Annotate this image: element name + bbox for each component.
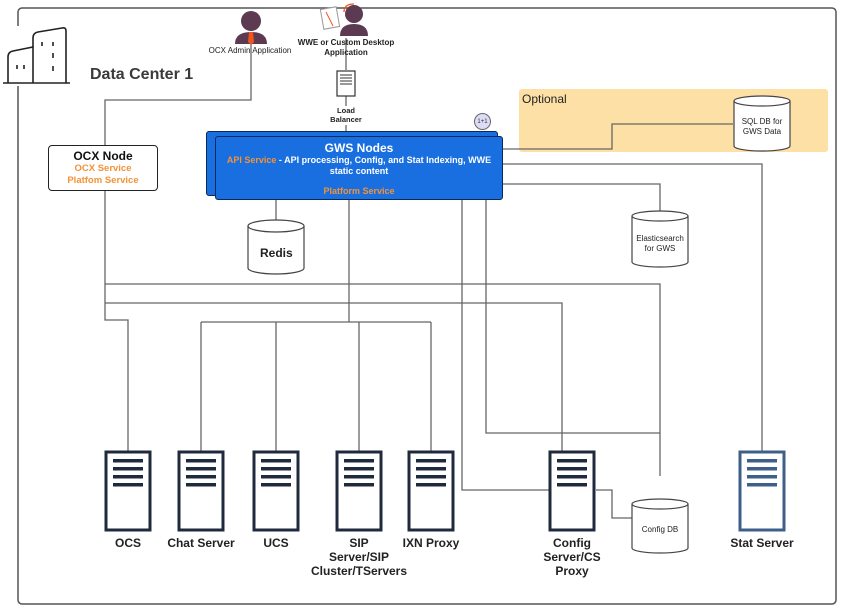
sql-db	[733, 95, 791, 152]
ocx-node-title: OCX Node	[73, 149, 133, 163]
config-db-label: Config DB	[641, 525, 679, 534]
lb-label-line2: Balancer	[330, 115, 362, 124]
ocx-service: OCX Service	[74, 163, 132, 174]
connector-bus-2	[105, 302, 563, 452]
connector-ocx-admin	[104, 40, 252, 145]
redis-label: Redis	[260, 246, 293, 260]
wwe-label: WWE or Custom Desktop Application	[297, 38, 395, 57]
gws-title: GWS Nodes	[324, 141, 394, 155]
gws-api-desc: - API processing, Config, and Stat Index…	[276, 155, 492, 176]
server-icon-stat-server[interactable]	[738, 450, 786, 532]
load-balancer-icon	[336, 70, 356, 97]
server-icon-ucs[interactable]	[252, 450, 300, 532]
sql-label-line2: GWS Data	[742, 127, 782, 136]
config-line1: Config	[553, 536, 591, 550]
sip-line1: SIP	[349, 536, 369, 550]
sip-line2: Server/SIP	[328, 550, 390, 564]
config-db	[631, 498, 689, 554]
connector-gws-es	[503, 183, 661, 211]
optional-label: Optional	[522, 92, 567, 106]
wwe-agent-icon	[319, 3, 368, 36]
config-line3: Proxy	[555, 564, 589, 578]
server-label-chat: Chat Server	[167, 536, 235, 550]
sql-label-line1: SQL DB for	[741, 117, 783, 126]
server-icon-chat-server[interactable]	[177, 450, 225, 532]
data-center-frame	[17, 7, 837, 605]
gws-platform-service: Platform Service	[323, 186, 395, 196]
region-title: Data Center 1	[90, 66, 194, 83]
connector-gws-sql	[503, 123, 733, 150]
connectors	[104, 38, 763, 519]
connector-cs-configdb	[596, 489, 632, 519]
redis-db	[247, 219, 305, 275]
connector-gws-v2	[485, 200, 660, 434]
config-line2: Server/CS	[543, 550, 601, 564]
admin-user-icon	[235, 11, 267, 45]
server-icon-ixn-proxy[interactable]	[407, 450, 455, 532]
gws-api-service: API Service	[226, 155, 277, 165]
server-icon-ocs[interactable]	[104, 450, 152, 532]
server-label-stat: Stat Server	[730, 536, 794, 550]
sql-db-label: SQL DB for GWS Data	[732, 117, 792, 137]
server-label-ixn: IXN Proxy	[402, 536, 460, 550]
server-label-config: Config Server/CS Proxy	[517, 536, 627, 578]
sip-line3: Cluster/TServers	[310, 564, 408, 578]
load-balancer-label: Load Balancer	[326, 106, 366, 124]
gws-description: API Service - API processing, Config, an…	[216, 155, 502, 177]
server-icon-config-server[interactable]	[548, 450, 596, 532]
server-label-sip: SIP Server/SIP Cluster/TServers	[304, 536, 414, 578]
server-label-ucs: UCS	[263, 536, 289, 550]
building-icon	[3, 27, 70, 84]
lb-label-line1: Load	[337, 106, 355, 115]
elasticsearch-db	[631, 210, 689, 268]
connector-ocx-down	[104, 191, 129, 452]
connector-bus-1	[105, 283, 661, 476]
elasticsearch-label: Elasticsearch for GWS	[630, 234, 690, 254]
redundancy-badge: 1+1	[474, 113, 491, 130]
ocx-platform-service: Platfom Service	[67, 175, 139, 186]
connector-gws-v1	[461, 200, 549, 491]
gws-nodes[interactable]: GWS Nodes API Service - API processing, …	[215, 136, 503, 200]
server-icon-sip-server[interactable]	[335, 450, 383, 532]
es-label-line2: for GWS	[644, 244, 676, 253]
ocx-node[interactable]: OCX Node OCX Service Platfom Service	[48, 145, 158, 191]
ocx-admin-label: OCX Admin Application	[208, 46, 292, 55]
es-label-line1: Elasticsearch	[636, 234, 684, 243]
connector-gws-stat	[503, 163, 763, 452]
server-label-ocs: OCS	[114, 536, 141, 550]
